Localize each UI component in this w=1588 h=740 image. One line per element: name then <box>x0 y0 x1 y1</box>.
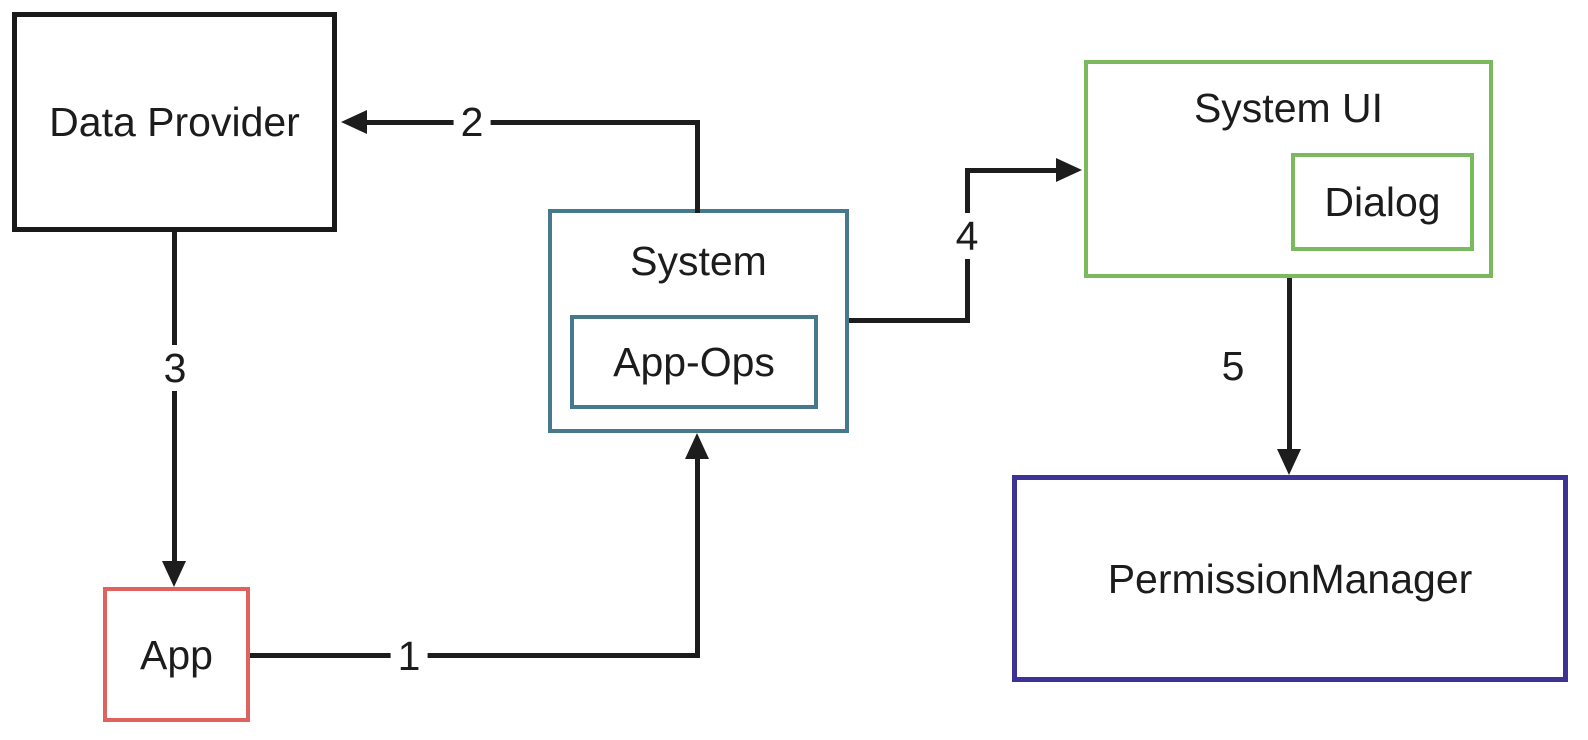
edge-2-arrowhead-icon <box>341 110 367 134</box>
edge-4-label: 4 <box>948 213 986 259</box>
node-dialog-label: Dialog <box>1324 179 1441 225</box>
edge-2-label: 2 <box>453 99 491 145</box>
node-permission-manager: PermissionManager <box>1012 475 1568 682</box>
edge-3-label: 3 <box>156 345 194 391</box>
edge-2-line-horizontal <box>362 120 700 125</box>
edge-1-line-horizontal <box>250 653 700 658</box>
node-permission-manager-label: PermissionManager <box>1107 555 1473 602</box>
node-app: App <box>103 587 250 722</box>
edge-4-line-horizontal-upper <box>967 168 1058 173</box>
edge-2-line-vertical <box>695 120 700 213</box>
edge-4-arrowhead-icon <box>1056 158 1082 182</box>
edge-1-arrowhead-icon <box>685 433 709 459</box>
node-app-ops-label: App-Ops <box>613 339 775 385</box>
edge-3-line-vertical <box>172 232 177 562</box>
edge-1-line-vertical <box>695 459 700 658</box>
edge-1-label: 1 <box>390 633 428 679</box>
edge-5-label: 5 <box>1214 343 1252 389</box>
node-app-ops: App-Ops <box>570 315 818 409</box>
edge-4-line-horizontal-lower <box>849 318 970 323</box>
node-system-ui: System UI Dialog <box>1084 60 1493 278</box>
node-data-provider-label: Data Provider <box>49 99 300 145</box>
edge-5-line-vertical <box>1287 278 1292 450</box>
node-data-provider: Data Provider <box>12 12 337 232</box>
edge-3-arrowhead-icon <box>162 561 186 587</box>
node-system: System App-Ops <box>548 209 849 433</box>
edge-5-arrowhead-icon <box>1277 449 1301 475</box>
node-system-ui-label: System UI <box>1193 85 1384 131</box>
node-system-label: System <box>630 238 767 284</box>
node-dialog: Dialog <box>1291 153 1474 251</box>
node-app-label: App <box>140 631 213 678</box>
